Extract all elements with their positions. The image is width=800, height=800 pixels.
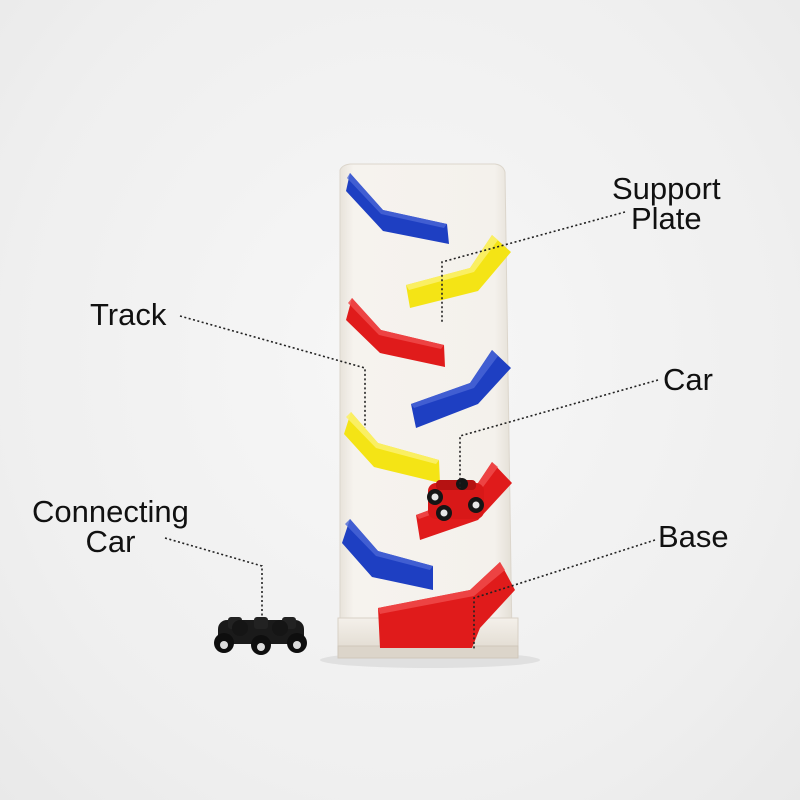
track-red-base-ramp [378,562,515,648]
label-track: Track [90,297,167,332]
label-base: Base [658,519,729,554]
track-blue-3 [342,519,433,590]
track-yellow-2 [344,412,440,483]
track-blue-1 [346,173,449,244]
label-track-text: Track [90,297,167,332]
label-base-text: Base [658,519,729,554]
label-connecting-car-line1: Connecting [32,494,189,529]
track-blue-2 [411,350,511,428]
track-red-1 [346,298,445,367]
leader-line-support-plate [441,211,626,322]
label-connecting-car-line2: Car [85,524,136,559]
label-support-plate-line1: Support [612,171,721,206]
label-car: Car [663,362,713,397]
label-connecting-car: Connecting Car [32,494,189,559]
leader-line-connecting-car [164,537,263,624]
label-support-plate: Support Plate [612,171,721,236]
leader-line-base [473,539,656,650]
leader-line-car [459,379,659,488]
track-yellow-1 [406,235,511,308]
label-support-plate-line2: Plate [630,201,702,236]
label-car-text: Car [663,362,713,397]
red-car [427,478,484,521]
connecting-car [214,617,307,655]
leader-line-track [179,315,366,428]
